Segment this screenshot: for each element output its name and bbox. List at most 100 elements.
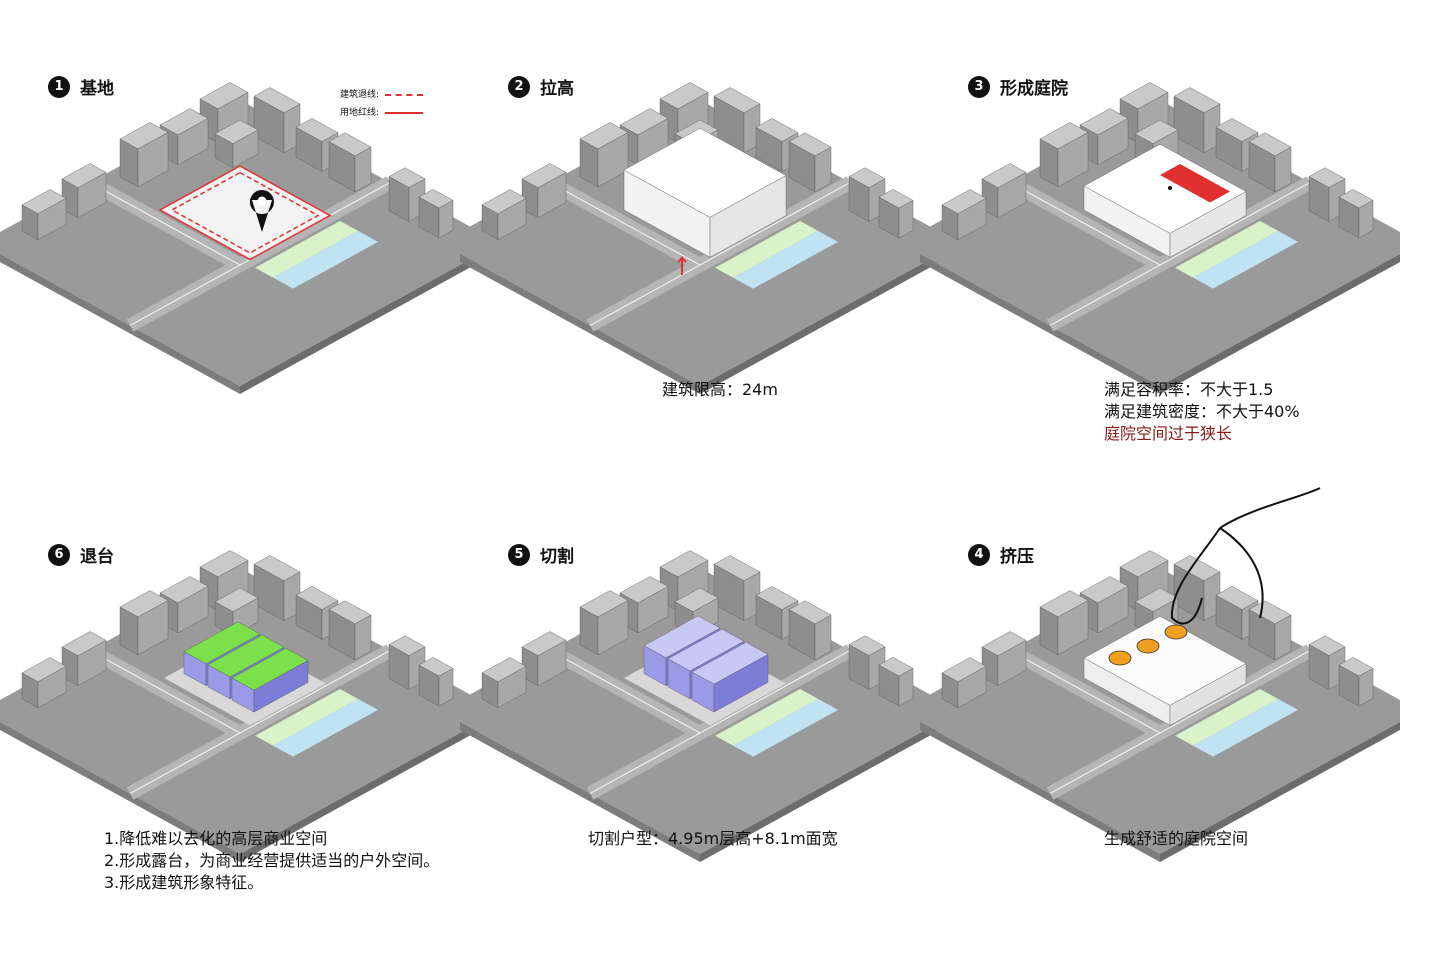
surrounding-building: [1173, 87, 1221, 154]
surrounding-building: [418, 189, 454, 239]
block-face-top: [1079, 108, 1129, 136]
step-title-3: 3 形成庭院: [968, 74, 1068, 99]
surrounding-building: [61, 163, 107, 219]
block-face-top: [21, 657, 67, 682]
block-face-top: [1173, 555, 1221, 582]
river: [733, 698, 838, 757]
block-face-top: [674, 587, 719, 612]
block-face-top: [159, 108, 209, 136]
block-face-top: [214, 587, 259, 612]
block-face-top: [643, 615, 721, 658]
river: [273, 230, 378, 289]
green-belt: [255, 221, 358, 278]
setback-line: [170, 171, 320, 254]
river: [1193, 698, 1298, 757]
block-face-top: [878, 657, 914, 677]
panel-step-3: 3 形成庭院 满足容积率：不大于1.5 满足建筑密度：不大于40% 庭院空间过于…: [920, 0, 1400, 478]
block-face-top: [755, 118, 799, 142]
block-face-top: [328, 132, 372, 157]
height-arrow: [677, 255, 687, 275]
block-face-top: [159, 576, 209, 604]
surrounding-building: [253, 87, 301, 154]
road-marking: [699, 181, 851, 266]
caption-line: 满足容积率：不大于1.5: [1104, 380, 1274, 399]
surrounding-building: [119, 122, 169, 188]
block-face-top: [521, 631, 567, 656]
block-face-top: [713, 555, 761, 582]
ground-edge-front: [460, 254, 700, 394]
ground-edge-front: [920, 722, 1160, 862]
courtyard-void: [1160, 164, 1230, 203]
ground-edge-side: [1160, 254, 1400, 394]
block-face-top: [61, 631, 107, 656]
road-marking: [1159, 181, 1311, 266]
river: [273, 698, 378, 757]
person-icon: [1168, 186, 1172, 190]
map-pin-icon: [249, 190, 274, 232]
block-face-top: [481, 189, 527, 214]
caption: 建筑限高：24m: [662, 379, 778, 401]
green-belt: [715, 221, 818, 278]
block-face-top: [579, 590, 629, 618]
caption-line: 满足建筑密度：不大于40%: [1104, 402, 1300, 421]
block-face-top: [214, 119, 259, 144]
surrounding-building: [1338, 657, 1374, 707]
surrounding-building: [1338, 189, 1374, 239]
step-number: 4: [968, 543, 990, 566]
road-marking: [239, 649, 391, 734]
block-face-top: [755, 586, 799, 610]
block-face-top: [713, 87, 761, 114]
surrounding-building: [579, 122, 629, 188]
block-face-top: [183, 621, 261, 664]
surrounding-building: [1248, 132, 1292, 193]
block-face-top: [295, 118, 339, 142]
block-face-top: [1079, 576, 1129, 604]
caption-line: 3.形成建筑形象特征。: [104, 873, 264, 892]
panel-step-4: 4 挤压 生成舒适的庭院空间: [920, 468, 1400, 946]
site-plot: [158, 165, 332, 261]
river: [733, 230, 838, 289]
block-face-top: [119, 122, 169, 150]
block-face-top: [619, 576, 669, 604]
block-face-top: [119, 590, 169, 618]
surrounding-building: [119, 590, 169, 656]
block-face-top: [1248, 132, 1292, 157]
ground-edge-front: [0, 254, 240, 394]
block-face-top: [691, 642, 769, 685]
surrounding-building: [941, 657, 987, 709]
ground-edge-front: [0, 722, 240, 862]
step-title-text: 拉高: [540, 79, 574, 99]
cut-diagram: [460, 550, 940, 862]
courtyard-pocket: [1164, 624, 1188, 640]
legend-redline-label: 用地红线:: [340, 108, 380, 118]
step-title-text: 切割: [540, 547, 574, 567]
block-face-top: [941, 189, 987, 214]
surrounding-building: [788, 600, 832, 661]
surrounding-building: [788, 132, 832, 193]
ground-edge-side: [240, 722, 480, 862]
block-face-top: [941, 657, 987, 682]
surrounding-building: [1248, 600, 1292, 661]
surrounding-building: [1039, 590, 1089, 656]
step-title-text: 挤压: [1000, 547, 1034, 567]
step-number: 2: [508, 75, 530, 98]
surrounding-building: [579, 590, 629, 656]
caption-warning: 庭院空间过于狭长: [1104, 424, 1233, 443]
ground-edge-front: [920, 254, 1160, 394]
block-face-top: [1215, 586, 1259, 610]
panel-step-6: 6 退台 1.降低难以去化的高层商业空间 2.形成露台，为商业经营提供适当的户外…: [0, 468, 480, 946]
block-face-top: [328, 600, 372, 625]
block-face-top: [659, 82, 709, 110]
legend: 建筑退线: 用地红线:: [340, 86, 424, 122]
surrounding-building: [878, 657, 914, 707]
block-face-top: [1338, 657, 1374, 677]
caption-line: 2.形成露台，为商业经营提供适当的户外空间。: [104, 851, 440, 870]
block-face-top: [1134, 587, 1179, 612]
block-face-top: [1248, 600, 1292, 625]
step-title-5: 5 切割: [508, 542, 574, 567]
block-face-top: [981, 163, 1027, 188]
block-face-top: [1039, 122, 1089, 150]
surrounding-building: [418, 657, 454, 707]
panel-step-2: 2 拉高 建筑限高：24m: [460, 0, 940, 478]
step-title-2: 2 拉高: [508, 74, 574, 99]
